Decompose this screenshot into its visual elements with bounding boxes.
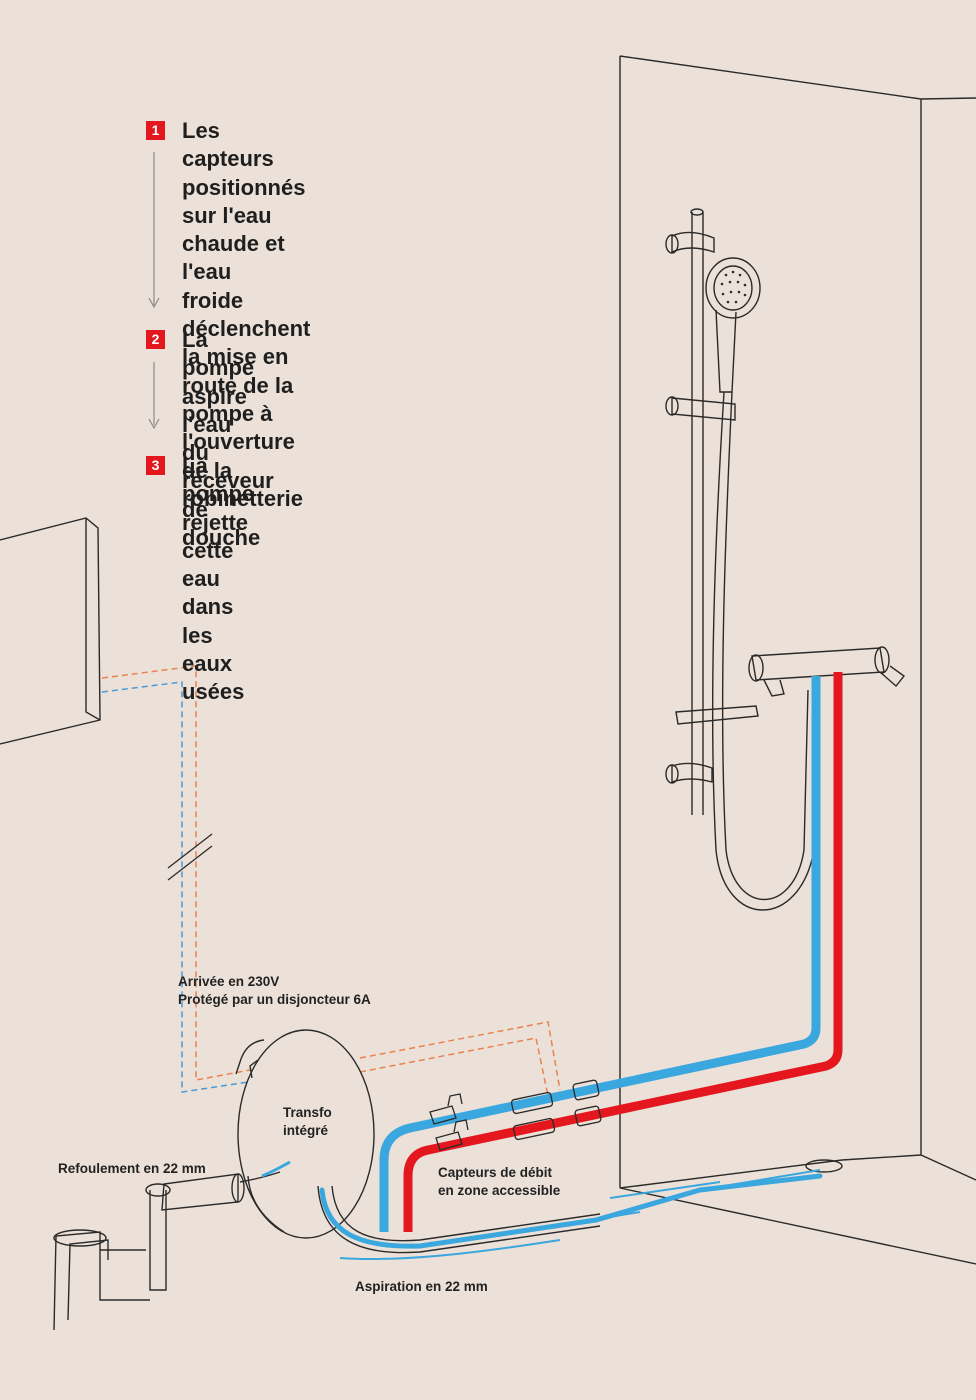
electric-cable	[101, 665, 561, 1097]
cable-break-mark	[167, 833, 213, 881]
shower-head-nozzles	[720, 270, 747, 304]
step-3-number: 3	[146, 456, 165, 475]
pump-unit	[235, 1029, 375, 1239]
discharge-label: Refoulement en 22 mm	[58, 1161, 206, 1176]
mixer-tap	[748, 646, 906, 697]
shower-drain	[805, 1159, 843, 1173]
step-1-text: Les capteurs positionnés sur l'eau chaud…	[182, 118, 311, 511]
step-arrows	[148, 152, 160, 430]
suction-water-flow-highlight	[339, 1169, 821, 1261]
shower-rail	[665, 208, 759, 815]
shower-hose	[712, 391, 819, 911]
discharge-water-flow	[261, 1160, 291, 1178]
flow-sensor-hot	[435, 1105, 602, 1151]
flow-sensor-cold	[429, 1079, 600, 1125]
electrical-box	[0, 517, 101, 745]
shower-head	[705, 257, 761, 393]
cold-water-pipe	[379, 676, 821, 1232]
step-1-number: 1	[146, 121, 165, 140]
power-supply-label: Arrivée en 230V Protégé par un disjoncte…	[178, 974, 371, 1007]
suction-label: Aspiration en 22 mm	[355, 1279, 488, 1294]
step-3-text: La pompe rejette cette eau dans les eaux…	[182, 453, 255, 705]
flow-sensors-label: Capteurs de débit en zone accessible	[438, 1165, 561, 1198]
transformer-label: Transfo intégré	[283, 1105, 332, 1138]
hot-water-pipe	[403, 672, 843, 1232]
shower-wall	[619, 55, 976, 1265]
suction-pipe	[317, 1185, 601, 1254]
step-2-number: 2	[146, 330, 165, 349]
step-2-text: La pompe aspire l'eau du receveur de dou…	[182, 327, 274, 551]
discharge-pipe	[53, 1171, 281, 1331]
suction-water-flow	[319, 1173, 823, 1249]
